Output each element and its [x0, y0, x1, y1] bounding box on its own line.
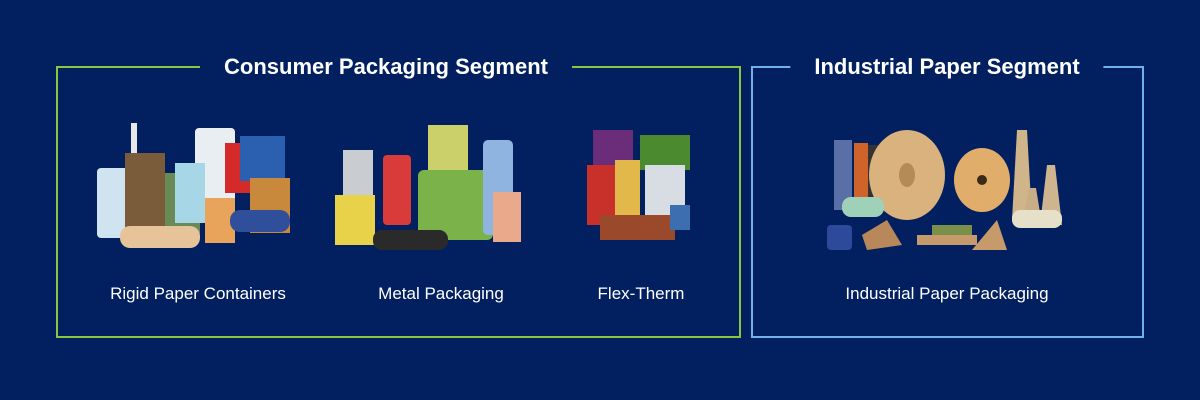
flex-therm-image	[587, 130, 690, 240]
rigid-paper-containers-label: Rigid Paper Containers	[110, 284, 286, 303]
metal-packaging-image	[335, 125, 521, 250]
rigid-paper-containers-image	[97, 123, 290, 248]
consumer-segment-title: Consumer Packaging Segment	[200, 52, 572, 82]
industrial-paper-packaging-image	[827, 130, 1062, 250]
flex-therm-label: Flex-Therm	[597, 284, 685, 303]
industrial-segment-title: Industrial Paper Segment	[790, 52, 1104, 82]
industrial-paper-packaging-label: Industrial Paper Packaging	[845, 284, 1049, 303]
metal-packaging-label: Metal Packaging	[378, 284, 504, 303]
